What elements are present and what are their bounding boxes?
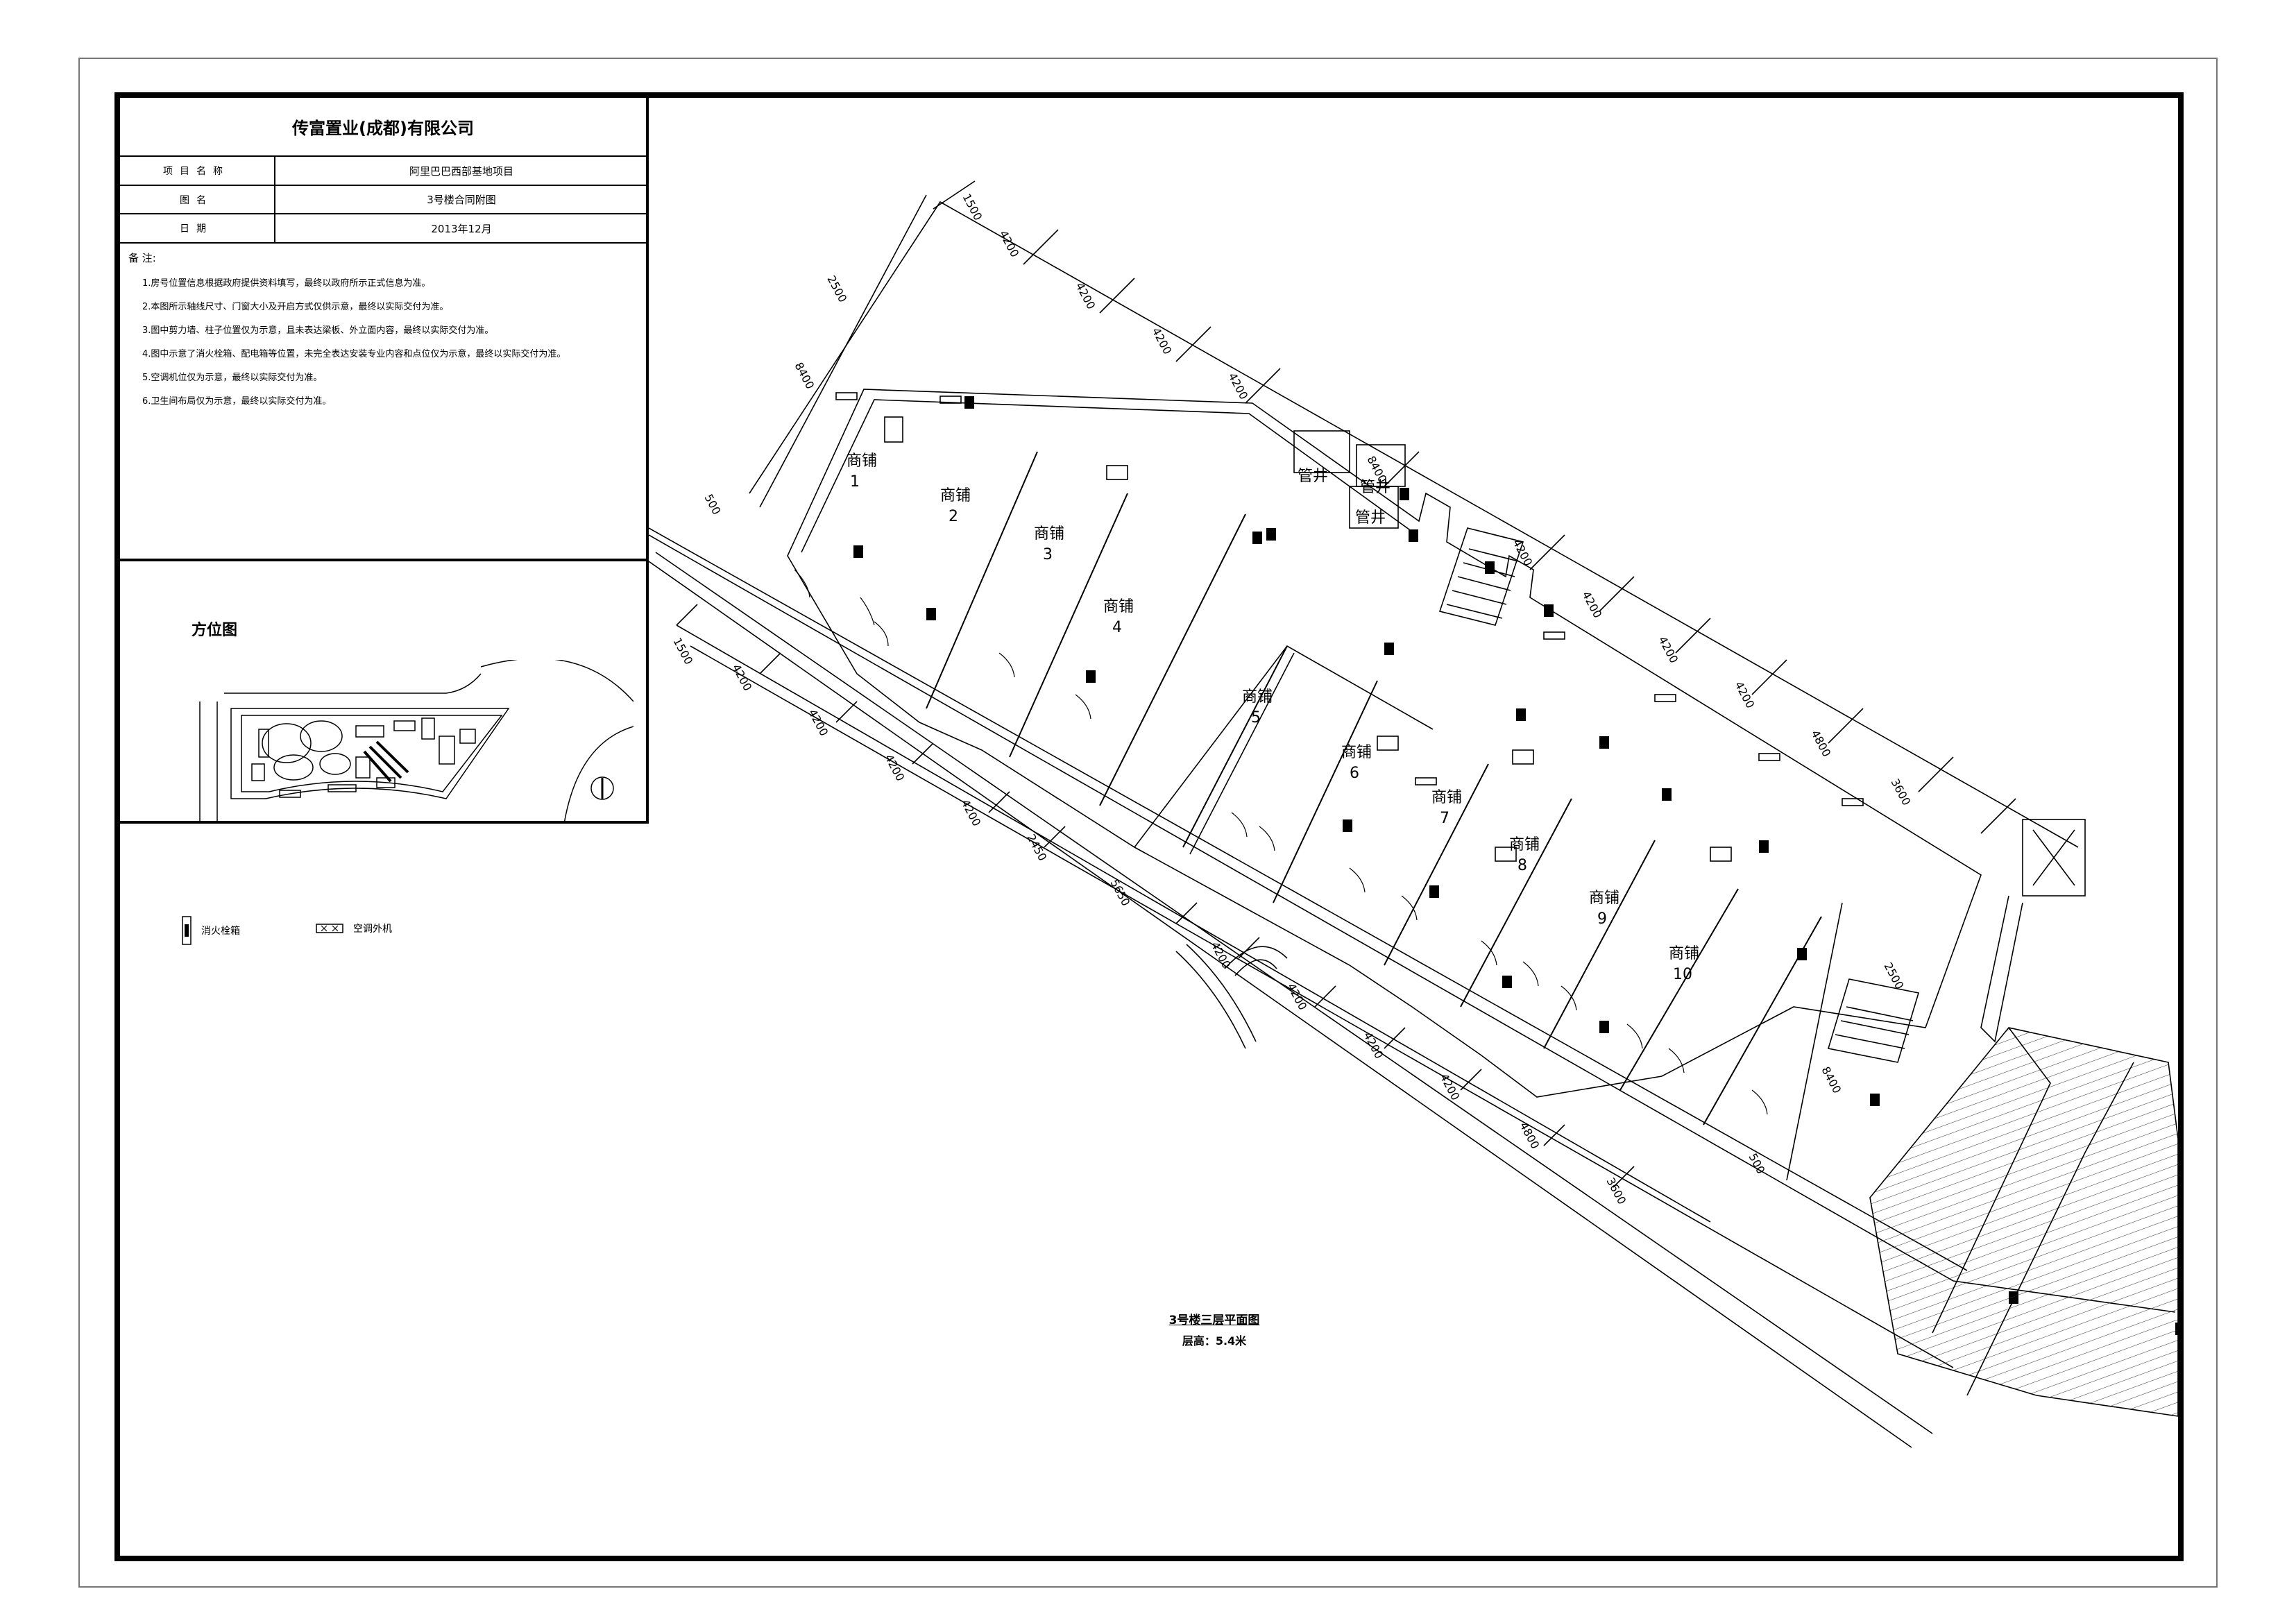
notes-heading: 备 注: xyxy=(128,252,156,264)
note-item: 6.卫生间布局仅为示意，最终以实际交付为准。 xyxy=(142,396,332,407)
shop-8-number: 8 xyxy=(1517,857,1527,874)
pipe-shaft xyxy=(1349,486,1399,529)
floor-height: 层高：5.4米 xyxy=(1182,1334,1247,1348)
note-item: 4.图中示意了消火栓箱、配电箱等位置，未完全表达安装专业内容和点位仅为示意，最终… xyxy=(142,349,566,359)
drawing-border xyxy=(114,92,2184,1561)
shop-2-label: 商铺 xyxy=(940,487,971,504)
note-item: 3.图中剪力墙、柱子位置仅为示意，且未表达梁板、外立面内容，最终以实际交付为准。 xyxy=(142,325,494,336)
dimension-label: 4200 xyxy=(996,228,1021,260)
dimension-label: 8400 xyxy=(1819,1064,1844,1096)
note-item: 1.房号位置信息根据政府提供资料填写，最终以政府所示正式信息为准。 xyxy=(142,278,431,289)
door-swings xyxy=(794,569,1768,1115)
road-line xyxy=(649,561,1912,1448)
dimension-label: 5650 xyxy=(1107,877,1132,908)
note-item: 2.本图所示轴线尺寸、门窗大小及开启方式仅供示意，最终以实际交付为准。 xyxy=(142,302,449,312)
shop-7-label: 商铺 xyxy=(1431,789,1462,806)
dimension-label: 4200 xyxy=(1510,537,1535,568)
floor-plan: 商铺 1 商铺 2 商铺 3 商铺 4 商铺 5 商铺 6 商铺 7 商铺 8 … xyxy=(649,98,2178,1556)
dimension-label: 4800 xyxy=(1808,728,1833,759)
dimension-label: 1500 xyxy=(960,192,985,223)
pipe-shaft-label: 管井 xyxy=(1298,468,1328,485)
legend-fire-hydrant: 消火栓箱 xyxy=(182,916,240,945)
legend-label: 空调外机 xyxy=(353,924,392,935)
road-line xyxy=(649,527,1968,1271)
dimension-label: 500 xyxy=(1746,1151,1767,1176)
building-outline xyxy=(787,389,1982,1098)
drawing-name-row: 图名 3号楼合同附图 xyxy=(120,186,646,214)
project-name-label: 项目名称 xyxy=(163,166,230,177)
shop-1-label: 商铺 xyxy=(847,452,877,470)
orientation-site-map xyxy=(199,660,633,824)
dimension-label: 1500 xyxy=(670,636,695,667)
adjacent-building xyxy=(1869,1027,2178,1417)
shop-6-label: 商铺 xyxy=(1341,744,1372,761)
dimension-label: 4200 xyxy=(729,662,754,693)
shop-3-label: 商铺 xyxy=(1034,525,1064,543)
stair xyxy=(1827,978,1920,1063)
note-item: 5.空调机位仅为示意，最终以实际交付为准。 xyxy=(142,373,323,383)
title-block: 传富置业(成都)有限公司 项目名称 阿里巴巴西部基地项目 图名 3号楼合同附图 … xyxy=(120,98,649,824)
floor-plan-svg: 商铺 1 商铺 2 商铺 3 商铺 4 商铺 5 商铺 6 商铺 7 商铺 8 … xyxy=(649,180,2178,1448)
dimension-label: 8400 xyxy=(792,360,817,391)
shop-3-number: 3 xyxy=(1043,546,1053,563)
dimension-line xyxy=(676,624,1711,1223)
dimension-label: 4200 xyxy=(1149,325,1174,357)
legend-label: 消火栓箱 xyxy=(201,926,240,937)
drawing-name-label: 图名 xyxy=(180,194,213,206)
shop-4-number: 4 xyxy=(1112,619,1122,636)
dimension-label: 4200 xyxy=(1225,371,1250,402)
outer-frame xyxy=(78,58,2218,1588)
shop-5-number: 5 xyxy=(1251,709,1261,726)
dimension-label: 4200 xyxy=(1732,679,1757,711)
orientation-title: 方位图 xyxy=(192,622,238,639)
dimension-label: 4200 xyxy=(1284,981,1309,1012)
dimension-label: 4200 xyxy=(1361,1030,1386,1061)
fire-hydrant-box-icon xyxy=(182,916,192,945)
date-label: 日期 xyxy=(180,223,213,235)
shop-9-label: 商铺 xyxy=(1589,890,1619,907)
project-name-value: 阿里巴巴西部基地项目 xyxy=(274,157,647,185)
ac-unit-icon xyxy=(835,392,1864,862)
dimension-label: 2450 xyxy=(1024,832,1049,863)
dimension-label: 500 xyxy=(701,492,723,517)
shop-2-number: 2 xyxy=(949,508,958,525)
dimension-label: 4200 xyxy=(1579,589,1604,620)
shop-5-label: 商铺 xyxy=(1242,688,1273,706)
dimension-label: 4200 xyxy=(1656,634,1681,665)
pipe-shaft-label: 管井 xyxy=(1360,479,1391,496)
shop-8-label: 商铺 xyxy=(1509,836,1540,853)
dimension-label: 4200 xyxy=(1073,280,1098,312)
shop-10-label: 商铺 xyxy=(1669,945,1699,962)
shop-7-number: 7 xyxy=(1440,810,1449,827)
project-name-row: 项目名称 阿里巴巴西部基地项目 xyxy=(120,157,646,186)
dimension-line xyxy=(749,201,2079,848)
shop-4-label: 商铺 xyxy=(1103,598,1134,615)
shop-1-number: 1 xyxy=(850,473,860,491)
plan-caption: 3号楼三层平面图 层高：5.4米 xyxy=(1152,1310,1277,1348)
ac-unit-icon xyxy=(316,924,343,933)
pipe-shaft-label: 管井 xyxy=(1355,509,1386,527)
date-value: 2013年12月 xyxy=(274,214,647,242)
dimension-label: 3600 xyxy=(1888,776,1913,808)
plan-title: 3号楼三层平面图 xyxy=(1168,1314,1260,1327)
company-name: 传富置业(成都)有限公司 xyxy=(120,98,646,157)
date-row: 日期 2013年12月 xyxy=(120,214,646,244)
notes-section: 备 注: 1.房号位置信息根据政府提供资料填写，最终以政府所示正式信息为准。 2… xyxy=(120,244,646,561)
road-line xyxy=(655,552,1933,1434)
dimension-label: 4800 xyxy=(1517,1120,1542,1151)
dimension-label: 2500 xyxy=(824,273,849,305)
legend-ac-unit: 空调外机 xyxy=(316,921,392,935)
dimension-label: 4200 xyxy=(958,797,983,829)
shop-9-number: 9 xyxy=(1597,910,1607,928)
drawing-name-value: 3号楼合同附图 xyxy=(274,186,647,213)
elevator-core xyxy=(2022,819,2086,897)
shop-10-number: 10 xyxy=(1673,966,1692,983)
shop-6-number: 6 xyxy=(1350,765,1359,782)
pipe-shaft xyxy=(1293,430,1350,473)
stair xyxy=(1438,527,1524,626)
